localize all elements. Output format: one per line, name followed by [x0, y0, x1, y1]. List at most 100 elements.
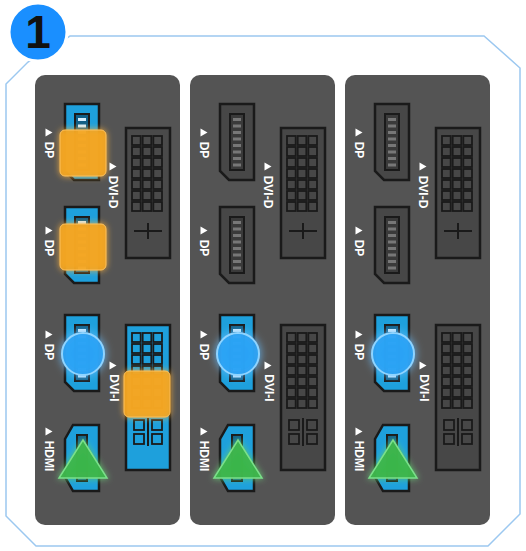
dvi-pin: [442, 158, 451, 167]
port-label: HDMI: [353, 441, 365, 472]
port-label: DP: [43, 240, 55, 257]
dvi-pin: [287, 333, 296, 342]
panel: [345, 75, 490, 525]
dvi-pin: [463, 388, 472, 397]
dp-port: [220, 207, 254, 283]
dvi-pin: [287, 169, 296, 178]
dp-pin: [233, 329, 241, 332]
dvi-blade: [147, 418, 149, 446]
pointer-triangle: [265, 163, 272, 171]
dp-pin: [388, 241, 396, 244]
pointer-triangle: [201, 428, 208, 436]
dp-pin: [388, 329, 396, 332]
port-label: DP: [353, 344, 365, 361]
dp-pin: [388, 221, 396, 224]
dvi-pin: [308, 180, 317, 189]
dp-pin: [233, 157, 241, 160]
dvi-pin: [453, 377, 462, 386]
dvi-pin: [143, 333, 152, 342]
dvi-pin: [453, 180, 462, 189]
pointer-triangle: [201, 331, 208, 339]
dvi-pin: [442, 377, 451, 386]
dvi-pin: [132, 202, 141, 211]
dvi-pin: [442, 355, 451, 364]
dvi-pin: [287, 147, 296, 156]
port-label: DP: [353, 142, 365, 159]
dp-pin: [78, 329, 86, 332]
dvi-pin: [298, 158, 307, 167]
dvi-pin: [143, 344, 152, 353]
dvi-pin: [153, 158, 162, 167]
pointer-triangle: [201, 129, 208, 137]
frame-outline: [6, 36, 520, 546]
dp-pin: [78, 118, 86, 121]
dvi-pin: [298, 355, 307, 364]
dp-pin: [388, 118, 396, 121]
port-label: DP: [198, 240, 210, 257]
dvi-pin: [298, 388, 307, 397]
dvi-pin: [132, 355, 141, 364]
dvi-pin: [143, 202, 152, 211]
dvi-pin: [442, 136, 451, 145]
dvi-pin: [287, 180, 296, 189]
dvi-pin: [298, 333, 307, 342]
dvi-pin: [143, 355, 152, 364]
pointer-triangle: [356, 428, 363, 436]
dvi-pin: [152, 420, 162, 430]
dvi-pin: [153, 180, 162, 189]
dvi-pin: [134, 420, 144, 430]
port-label: DVI-D: [262, 176, 274, 209]
dvi-shell: [281, 128, 325, 258]
dvi-pin: [298, 399, 307, 408]
dvi-d-port: [436, 128, 480, 258]
dp-pin: [233, 125, 241, 128]
dvi-pin: [153, 191, 162, 200]
dvi-pin: [298, 366, 307, 375]
dvi-pin: [453, 399, 462, 408]
dvi-pin: [463, 344, 472, 353]
dp-pin: [78, 125, 86, 128]
dp-pin: [233, 267, 241, 270]
dvi-d-port: [281, 128, 325, 258]
dvi-pin: [308, 158, 317, 167]
dvi-i-port: [281, 325, 325, 470]
dvi-pin: [453, 344, 462, 353]
dp-pin: [233, 118, 241, 121]
pointer-triangle: [356, 227, 363, 235]
dp-pin: [233, 247, 241, 250]
dp-pin: [233, 228, 241, 231]
dvi-pin: [442, 169, 451, 178]
dvi-pin: [308, 202, 317, 211]
dvi-pin: [453, 366, 462, 375]
dvi-shell: [436, 128, 480, 258]
dvi-pin: [298, 344, 307, 353]
dp-pin: [388, 247, 396, 250]
port-label: DP: [353, 240, 365, 257]
dvi-pin: [132, 169, 141, 178]
pointer-triangle: [46, 227, 53, 235]
port-label: HDMI: [43, 441, 55, 472]
dp-port: [220, 104, 254, 180]
dvi-shell: [281, 325, 325, 470]
dvi-pin: [453, 169, 462, 178]
dvi-pin: [307, 420, 317, 430]
dvi-pin: [287, 355, 296, 364]
dp-pin: [233, 151, 241, 154]
dp-slot: [230, 217, 244, 273]
highlight-circle: [372, 333, 414, 375]
dp-shell: [375, 104, 409, 180]
dp-pin: [388, 157, 396, 160]
dvi-pin: [132, 147, 141, 156]
port-label: DP: [198, 344, 210, 361]
dvi-pin: [463, 180, 472, 189]
dvi-pin: [298, 377, 307, 386]
dp-pin: [233, 254, 241, 257]
dvi-pin: [453, 202, 462, 211]
dvi-pin: [463, 202, 472, 211]
dvi-pin: [463, 333, 472, 342]
dvi-pin: [287, 202, 296, 211]
dvi-blade: [457, 223, 459, 239]
dp-slot: [385, 114, 399, 170]
pointer-triangle: [46, 428, 53, 436]
pointer-triangle: [201, 227, 208, 235]
